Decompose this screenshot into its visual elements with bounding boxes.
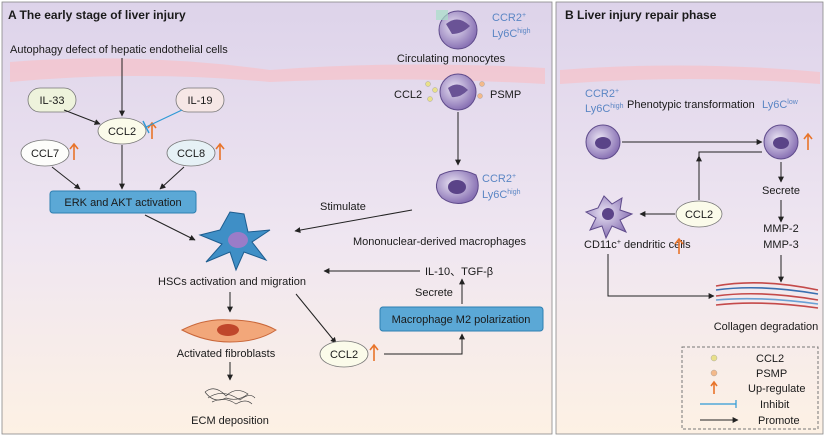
arrow-dc-collagen bbox=[607, 254, 712, 297]
stimulate-label: Stimulate bbox=[320, 201, 366, 213]
legend-ccl2: CCL2 bbox=[756, 353, 784, 365]
arrow-il33-ccl2 bbox=[63, 109, 101, 125]
phenotypic-label: Phenotypic transformation bbox=[627, 99, 755, 111]
ccl8-label: CCL8 bbox=[177, 148, 205, 160]
il19-node bbox=[175, 87, 225, 113]
legend-inhibit: Inhibit bbox=[760, 399, 789, 411]
legend-psmp-dot bbox=[710, 369, 718, 377]
legend-up-arrow bbox=[710, 380, 718, 394]
fibroblast-label: Activated fibroblasts bbox=[177, 348, 276, 360]
psmp-label: PSMP bbox=[490, 89, 521, 101]
hscs-label: HSCs activation and migration bbox=[158, 276, 306, 288]
ly6c-macro: Ly6Chigh bbox=[482, 189, 521, 201]
il19-label: IL-19 bbox=[187, 95, 212, 107]
legend-up: Up-regulate bbox=[748, 383, 805, 395]
hsc-cell-icon bbox=[198, 211, 271, 272]
macrophage-a-icon bbox=[436, 170, 479, 204]
il33-node bbox=[27, 87, 77, 113]
collagen-fibers-icon bbox=[715, 282, 819, 309]
ccl2-b-label: CCL2 bbox=[685, 209, 713, 221]
collagen-label: Collagen degradation bbox=[714, 321, 819, 333]
macrophage-b-icon bbox=[763, 124, 799, 160]
ccl8-node bbox=[166, 139, 216, 167]
ccl2-node bbox=[97, 117, 147, 145]
mmp3-label: MMP-3 bbox=[763, 239, 798, 251]
ccl7-label: CCL7 bbox=[31, 148, 59, 160]
fibroblast-icon bbox=[180, 319, 277, 343]
up-arrow-ccl2-low bbox=[369, 343, 379, 361]
inhibit-bar bbox=[142, 120, 150, 134]
endothelium-a bbox=[10, 58, 545, 84]
ccl2-low-label: CCL2 bbox=[330, 349, 358, 361]
secrete-b-label: Secrete bbox=[762, 185, 800, 197]
ccl7-node bbox=[20, 139, 70, 167]
ccr2-macro: CCR2+ bbox=[482, 173, 516, 185]
up-arrow-ccl8 bbox=[215, 142, 225, 160]
monocyte-b-icon bbox=[585, 124, 621, 160]
arrow-hsc-ccl2 bbox=[295, 293, 337, 344]
arrow-ccl2-m2 bbox=[384, 333, 465, 355]
ccl2-label: CCL2 bbox=[108, 126, 136, 138]
ccl2-b-node bbox=[675, 200, 723, 228]
ccr2-b: CCR2+ bbox=[585, 88, 619, 100]
mmp2-label: MMP-2 bbox=[763, 223, 798, 235]
ccr2-top: CCR2+ bbox=[492, 12, 526, 24]
arrow-stimulate bbox=[294, 209, 413, 233]
ccl2-secreted-label: CCL2 bbox=[394, 89, 422, 101]
legend-box bbox=[681, 346, 819, 430]
ly6c-high-b: Ly6Chigh bbox=[585, 103, 624, 115]
circulating-label: Circulating monocytes bbox=[397, 53, 506, 65]
monocyte-secreting-icon bbox=[425, 73, 485, 111]
legend-psmp: PSMP bbox=[756, 368, 787, 380]
ecm-icon bbox=[204, 388, 256, 405]
up-arrow-ly6c-low bbox=[803, 132, 813, 150]
arrow-erk-hsc bbox=[144, 214, 196, 241]
erk-akt-box bbox=[49, 190, 197, 214]
endothelium-b bbox=[560, 65, 820, 84]
panel-b-title: B Liver injury repair phase bbox=[565, 8, 717, 22]
legend-promote: Promote bbox=[758, 415, 800, 427]
panel-a-title: A The early stage of liver injury bbox=[8, 8, 186, 22]
ecm-label: ECM deposition bbox=[191, 415, 269, 427]
arrow-ccl7-erk bbox=[51, 166, 81, 190]
dendritic-label: CD11c+ dendritic cells bbox=[584, 239, 691, 251]
ly6c-top: Ly6Chigh bbox=[492, 28, 531, 40]
secrete-a-label: Secrete bbox=[415, 287, 453, 299]
inhibit-il19-ccl2 bbox=[145, 109, 183, 128]
erk-akt-label: ERK and AKT activation bbox=[64, 197, 181, 209]
circulating-monocyte-icon bbox=[436, 10, 478, 50]
il33-label: IL-33 bbox=[39, 95, 64, 107]
il10-label: IL-10、TGF-β bbox=[425, 266, 493, 278]
up-arrow-dc bbox=[674, 237, 684, 254]
arrow-ccl8-erk bbox=[159, 166, 185, 190]
mono-macro-label: Mononuclear-derived macrophages bbox=[353, 236, 527, 248]
m2-box bbox=[379, 306, 544, 332]
ccl2-low-node bbox=[319, 340, 369, 368]
autophagy-label: Autophagy defect of hepatic endothelial … bbox=[10, 44, 228, 56]
dendritic-cell-icon bbox=[584, 195, 634, 240]
m2-label: Macrophage M2 polarization bbox=[392, 314, 531, 326]
up-arrow-ccl7 bbox=[69, 142, 79, 160]
up-arrow-ccl2 bbox=[147, 121, 157, 139]
ly6c-low-b: Ly6Clow bbox=[762, 99, 799, 111]
legend-ccl2-dot bbox=[710, 354, 718, 362]
